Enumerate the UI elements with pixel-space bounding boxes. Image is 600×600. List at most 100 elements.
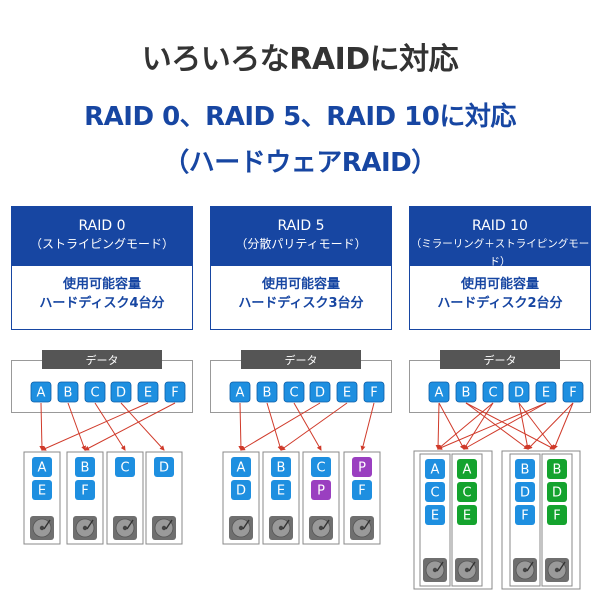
disk-block-label: F — [553, 509, 560, 524]
raid5-capacity-label: 使用可能容量 — [261, 277, 340, 292]
hard-disk-icon — [455, 558, 479, 582]
flow-arrow — [360, 402, 375, 451]
disk-block-label: E — [463, 509, 471, 524]
page-subtitle-line2: （ハードウェアRAID） — [163, 148, 437, 178]
data-block-B — [455, 381, 477, 403]
disk-block-label: D — [236, 484, 246, 499]
flow-arrow — [527, 402, 574, 450]
data-bar — [42, 350, 162, 369]
disk-block-A — [457, 459, 477, 479]
raid5-card: RAID 5 （分散パリティモード） 使用可能容量 ハードディスク3台分 — [210, 206, 392, 330]
disk-block-E — [32, 480, 52, 500]
disk-block-D — [231, 480, 251, 500]
raid10-mode: （ミラーリング＋ストライピングモード） — [410, 238, 590, 268]
data-block-label: A — [435, 386, 444, 401]
disk-block-label: D — [552, 486, 562, 501]
disk-block-label: P — [317, 484, 325, 499]
raid5-card-header: RAID 5 （分散パリティモード） — [211, 207, 391, 266]
data-block-D — [508, 381, 530, 403]
raid5-capacity-value: ハードディスク3台分 — [238, 296, 364, 311]
raid0-capacity-label: 使用可能容量 — [62, 277, 141, 292]
disk-block-P — [352, 457, 372, 477]
flow-arrow — [465, 402, 529, 450]
hard-disk-icon — [152, 516, 176, 540]
flow-arrow — [280, 402, 348, 451]
disk-block-A — [425, 459, 445, 479]
data-block-F — [562, 381, 584, 403]
flow-arrow — [437, 402, 494, 450]
raid10-card: RAID 10 （ミラーリング＋ストライピングモード） 使用可能容量 ハードディ… — [409, 206, 591, 330]
data-block-E — [137, 381, 159, 403]
page-title: いろいろなRAIDに対応 — [141, 42, 459, 77]
raid5-card-body: 使用可能容量 ハードディスク3台分 — [211, 266, 391, 313]
flow-arrow — [39, 402, 45, 451]
hard-disk-icon — [73, 516, 97, 540]
flow-arrow — [293, 402, 322, 451]
data-block-label: C — [289, 386, 298, 401]
disk-block-C — [457, 482, 477, 502]
data-block-A — [30, 381, 52, 403]
data-block-E — [535, 381, 557, 403]
flow-arrow — [465, 402, 555, 450]
disk-block-A — [32, 457, 52, 477]
data-block-label: D — [116, 386, 126, 401]
flow-arrow — [84, 402, 176, 451]
hard-disk-icon — [350, 516, 374, 540]
disk-block-label: E — [38, 484, 46, 499]
raid0-capacity-value: ハードディスク4台分 — [39, 296, 165, 311]
disk-block-label: E — [277, 484, 285, 499]
disk-block-F — [515, 505, 535, 525]
disk-block-label: D — [520, 486, 530, 501]
data-block-label: E — [343, 386, 351, 401]
raid10-capacity-label: 使用可能容量 — [460, 277, 539, 292]
data-block-F — [164, 381, 186, 403]
disk-block-label: A — [463, 463, 472, 478]
data-block-label: B — [462, 386, 471, 401]
data-bar — [440, 350, 560, 369]
data-block-B — [256, 381, 278, 403]
raid10-card-header: RAID 10 （ミラーリング＋ストライピングモード） — [410, 207, 590, 268]
disk-block-label: C — [430, 486, 439, 501]
flow-arrow — [67, 402, 86, 451]
disk-block-B — [75, 457, 95, 477]
data-block-label: B — [263, 386, 272, 401]
flow-arrow — [438, 402, 465, 450]
flow-arrow — [240, 402, 321, 451]
disk-block-label: F — [521, 509, 528, 524]
data-block-B — [57, 381, 79, 403]
flow-arrow — [463, 402, 494, 450]
disk-block-E — [271, 480, 291, 500]
data-block-label: A — [37, 386, 46, 401]
data-block-F — [363, 381, 385, 403]
hard-disk-icon — [30, 516, 54, 540]
disk-block-label: B — [277, 461, 286, 476]
data-block-label: D — [315, 386, 325, 401]
raid0-card-header: RAID 0 （ストライピングモード） — [12, 207, 192, 266]
hard-disk-icon — [423, 558, 447, 582]
data-block-label: F — [370, 386, 377, 401]
data-block-C — [283, 381, 305, 403]
flow-arrow — [437, 402, 547, 450]
flow-arrow — [41, 402, 149, 451]
hard-disk-icon — [113, 516, 137, 540]
hard-disk-icon — [545, 558, 569, 582]
disk-block-F — [547, 505, 567, 525]
data-block-D — [309, 381, 331, 403]
disk-block-P — [311, 480, 331, 500]
hard-disk-icon — [309, 516, 333, 540]
data-bar-label: データ — [484, 353, 517, 367]
raid10-capacity-value: ハードディスク2台分 — [437, 296, 563, 311]
hard-disk-icon — [513, 558, 537, 582]
disk-block-label: C — [462, 486, 471, 501]
disk-block-B — [547, 459, 567, 479]
data-block-A — [428, 381, 450, 403]
disk-block-label: A — [431, 463, 440, 478]
flow-arrow — [120, 402, 165, 451]
disk-block-label: C — [316, 461, 325, 476]
flow-arrow — [553, 402, 574, 450]
data-block-C — [84, 381, 106, 403]
data-block-label: E — [542, 386, 550, 401]
raid0-card-body: 使用可能容量 ハードディスク4台分 — [12, 266, 192, 313]
flow-arrow — [518, 402, 530, 450]
